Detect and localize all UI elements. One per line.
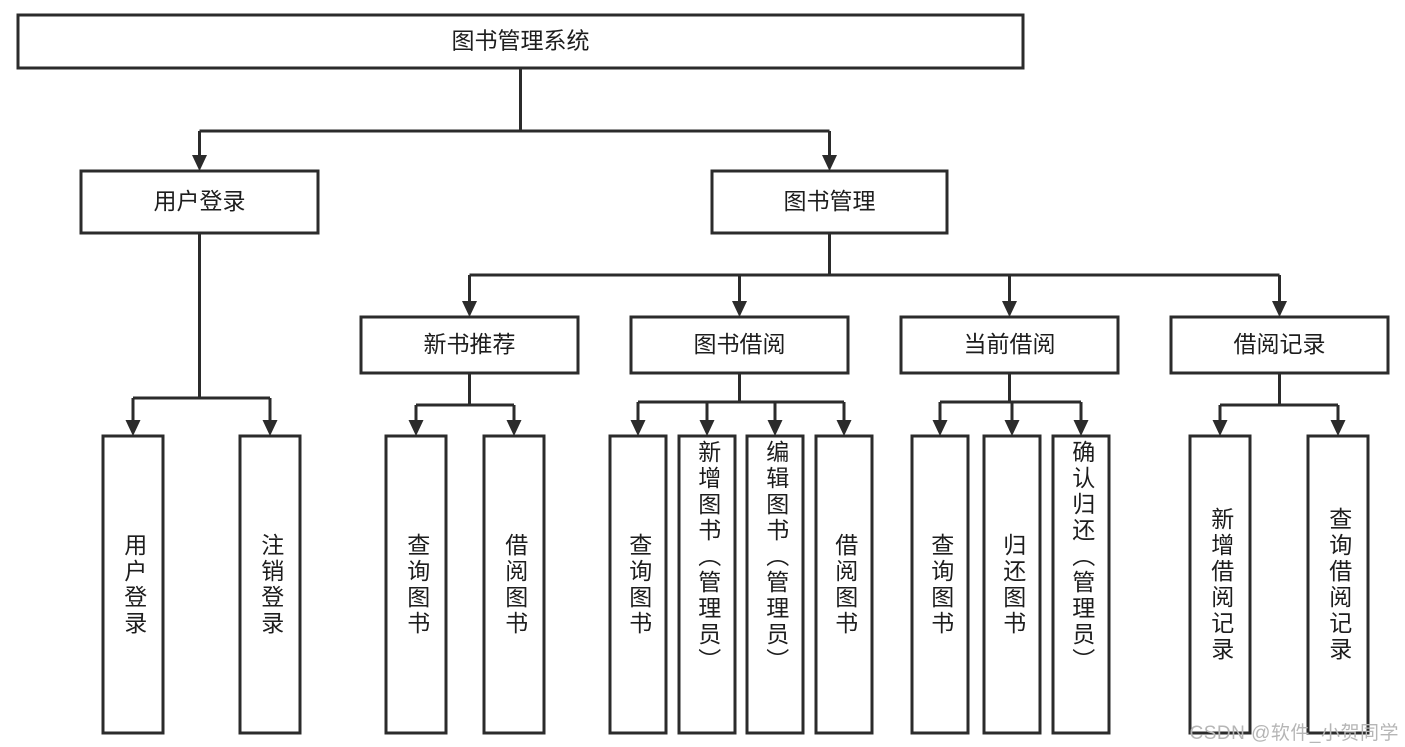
arrow-head [1004,420,1020,436]
arrow-head [767,420,783,436]
node-leaf-logout-login[interactable] [238,434,302,735]
node-leaf-borrow-query-book[interactable] [608,434,668,735]
node-box-root [16,13,1025,70]
node-leaf-current-return-book[interactable] [982,434,1042,735]
node-leaf-borrow-add-book-admin[interactable] [677,434,737,735]
node-box-new-book-recommend [359,315,580,375]
node-box-leaf-recommend-borrow-book [482,434,546,735]
connector-group-root [192,68,837,171]
node-leaf-current-query-book[interactable] [910,434,970,735]
node-leaf-borrow-edit-book-admin[interactable] [745,434,805,735]
node-new-book-recommend[interactable]: 新书推荐 [359,315,580,375]
node-label-book-management: 图书管理 [784,188,876,214]
arrow-head [836,420,852,436]
arrow-head [732,301,747,317]
arrow-head [262,420,278,436]
node-box-leaf-borrow-edit-book-admin [745,434,805,735]
watermark-text: CSDN @软件_小贺同学 [1189,723,1399,744]
connector-group-new-book-recommend [408,373,522,436]
arrow-head [932,420,948,436]
node-box-leaf-user-login [101,434,165,735]
node-leaf-borrow-borrow-book[interactable] [814,434,874,735]
node-leaf-recommend-borrow-book[interactable] [482,434,546,735]
arrow-head [1212,420,1228,436]
node-box-leaf-current-confirm-return-admin [1051,434,1111,735]
node-box-leaf-borrow-borrow-book [814,434,874,735]
node-box-leaf-current-return-book [982,434,1042,735]
connector-group-borrow-records [1212,373,1346,436]
connector-group-book-management [462,233,1287,317]
arrow-head [125,420,141,436]
node-label-current-borrow: 当前借阅 [964,331,1056,357]
node-box-book-borrow [629,315,850,375]
node-box-book-management [710,169,949,235]
arrow-head [699,420,715,436]
connector-layer [125,68,1346,436]
arrow-head [462,301,477,317]
node-box-leaf-current-query-book [910,434,970,735]
connector-group-book-borrow [630,373,852,436]
node-box-current-borrow [899,315,1120,375]
node-box-leaf-logout-login [238,434,302,735]
arrow-head [630,420,646,436]
node-leaf-current-confirm-return-admin[interactable] [1051,434,1111,735]
node-label-user-login: 用户登录 [154,188,246,214]
arrow-head [1272,301,1287,317]
node-borrow-records[interactable]: 借阅记录 [1169,315,1390,375]
node-box-leaf-borrow-query-book [608,434,668,735]
node-current-borrow[interactable]: 当前借阅 [899,315,1120,375]
node-user-login[interactable]: 用户登录 [79,169,320,235]
node-box-leaf-records-query-record [1306,434,1370,735]
node-box-leaf-records-add-record [1188,434,1252,735]
arrow-head [1330,420,1346,436]
arrow-head [506,420,522,436]
connector-group-current-borrow [932,373,1089,436]
arrow-head [822,155,837,171]
node-book-management[interactable]: 图书管理 [710,169,949,235]
arrow-head [192,155,207,171]
node-root[interactable]: 图书管理系统 [16,13,1025,70]
node-box-leaf-recommend-query-book [384,434,448,735]
node-box-user-login [79,169,320,235]
arrow-head [1002,301,1017,317]
node-box-borrow-records [1169,315,1390,375]
arrow-head [1073,420,1089,436]
node-leaf-user-login[interactable] [101,434,165,735]
node-leaf-recommend-query-book[interactable] [384,434,448,735]
node-leaf-records-add-record[interactable] [1188,434,1252,735]
node-book-borrow[interactable]: 图书借阅 [629,315,850,375]
connector-group-user-login [125,233,278,436]
node-box-leaf-borrow-add-book-admin [677,434,737,735]
node-label-new-book-recommend: 新书推荐 [424,331,516,357]
node-leaf-records-query-record[interactable] [1306,434,1370,735]
node-label-borrow-records: 借阅记录 [1234,331,1326,357]
arrow-head [408,420,424,436]
node-label-root: 图书管理系统 [452,28,590,54]
node-label-book-borrow: 图书借阅 [694,331,786,357]
